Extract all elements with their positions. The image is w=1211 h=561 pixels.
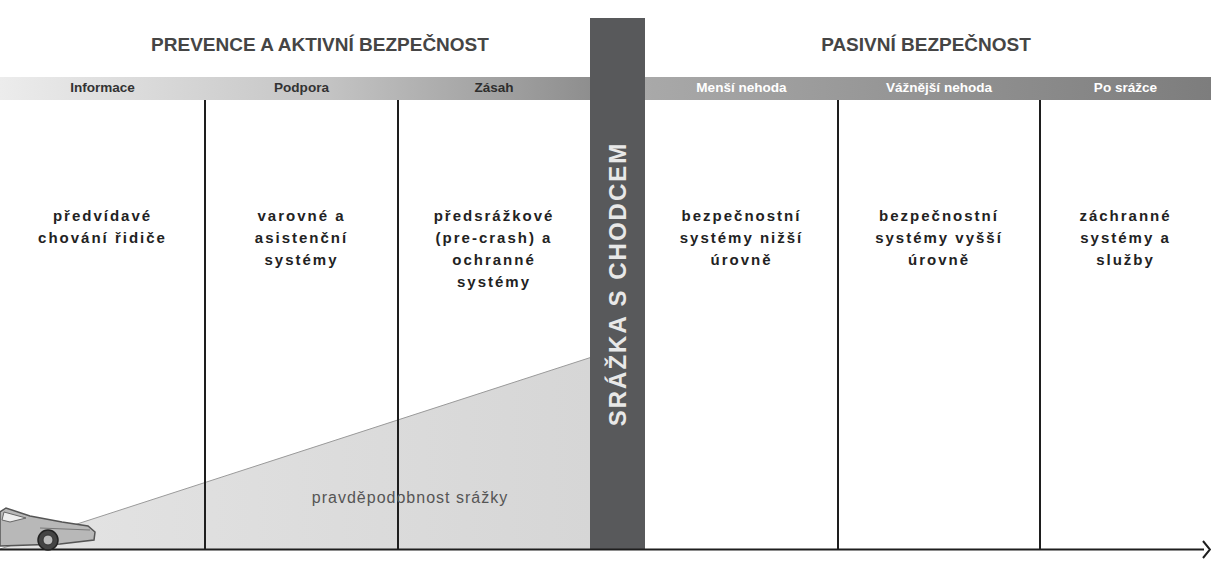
column-divider bbox=[204, 100, 206, 549]
phase-label: Informace bbox=[0, 80, 205, 95]
band-title: SRÁŽKA S CHODCEM bbox=[604, 141, 632, 425]
column-divider bbox=[1039, 100, 1041, 549]
phase-label: Po srážce bbox=[1040, 80, 1211, 95]
system-description: bezpečnostní systémy vyšší úrovně bbox=[868, 205, 1010, 271]
phase-column: Menší nehoda bezpečnostní systémy nižší ú… bbox=[645, 77, 838, 549]
phase-column: Podpora varovné a asistenční systémy bbox=[205, 77, 398, 549]
system-description: varovné a asistenční systémy bbox=[241, 205, 363, 271]
section-heading: PREVENCE A AKTIVNÍ BEZPEČNOST bbox=[151, 34, 489, 56]
phase-label: Zásah bbox=[398, 80, 590, 95]
system-description: záchranné systémy a služby bbox=[1067, 205, 1185, 271]
phase-column: Zásah předsrážkové (pre-crash) a ochranné… bbox=[398, 77, 590, 549]
system-description: předsrážkové (pre-crash) a ochranné syst… bbox=[423, 205, 565, 293]
car-icon bbox=[0, 508, 95, 550]
time-axis bbox=[0, 549, 1204, 551]
system-description: bezpečnostní systémy nižší úrovně bbox=[671, 205, 813, 271]
probability-edge bbox=[0, 357, 592, 549]
axis-note: pravděpodobnost srážky bbox=[312, 489, 508, 507]
collision-band bbox=[590, 18, 645, 550]
section-heading: PASIVNÍ BEZPEČNOST bbox=[821, 34, 1031, 56]
column-divider bbox=[397, 100, 399, 549]
axis-arrow bbox=[1203, 541, 1210, 558]
phase-column: Informace předvídavé chování řidiče bbox=[0, 77, 205, 549]
phase-column: Po srážce záchranné systémy a služby bbox=[1040, 77, 1211, 549]
column-divider bbox=[837, 100, 839, 549]
collision-band: SRÁŽKA S CHODCEM bbox=[590, 18, 645, 549]
system-description: předvídavé chování řidiče bbox=[38, 205, 168, 249]
phase-label: Menší nehoda bbox=[645, 80, 838, 95]
phase-label: Vážnější nehoda bbox=[838, 80, 1040, 95]
phase-column: Vážnější nehoda bezpečnostní systémy vyšš… bbox=[838, 77, 1040, 549]
phase-bar bbox=[643, 77, 1211, 100]
probability-wedge bbox=[0, 357, 592, 549]
phase-label: Podpora bbox=[205, 80, 398, 95]
phase-bar bbox=[0, 77, 592, 100]
